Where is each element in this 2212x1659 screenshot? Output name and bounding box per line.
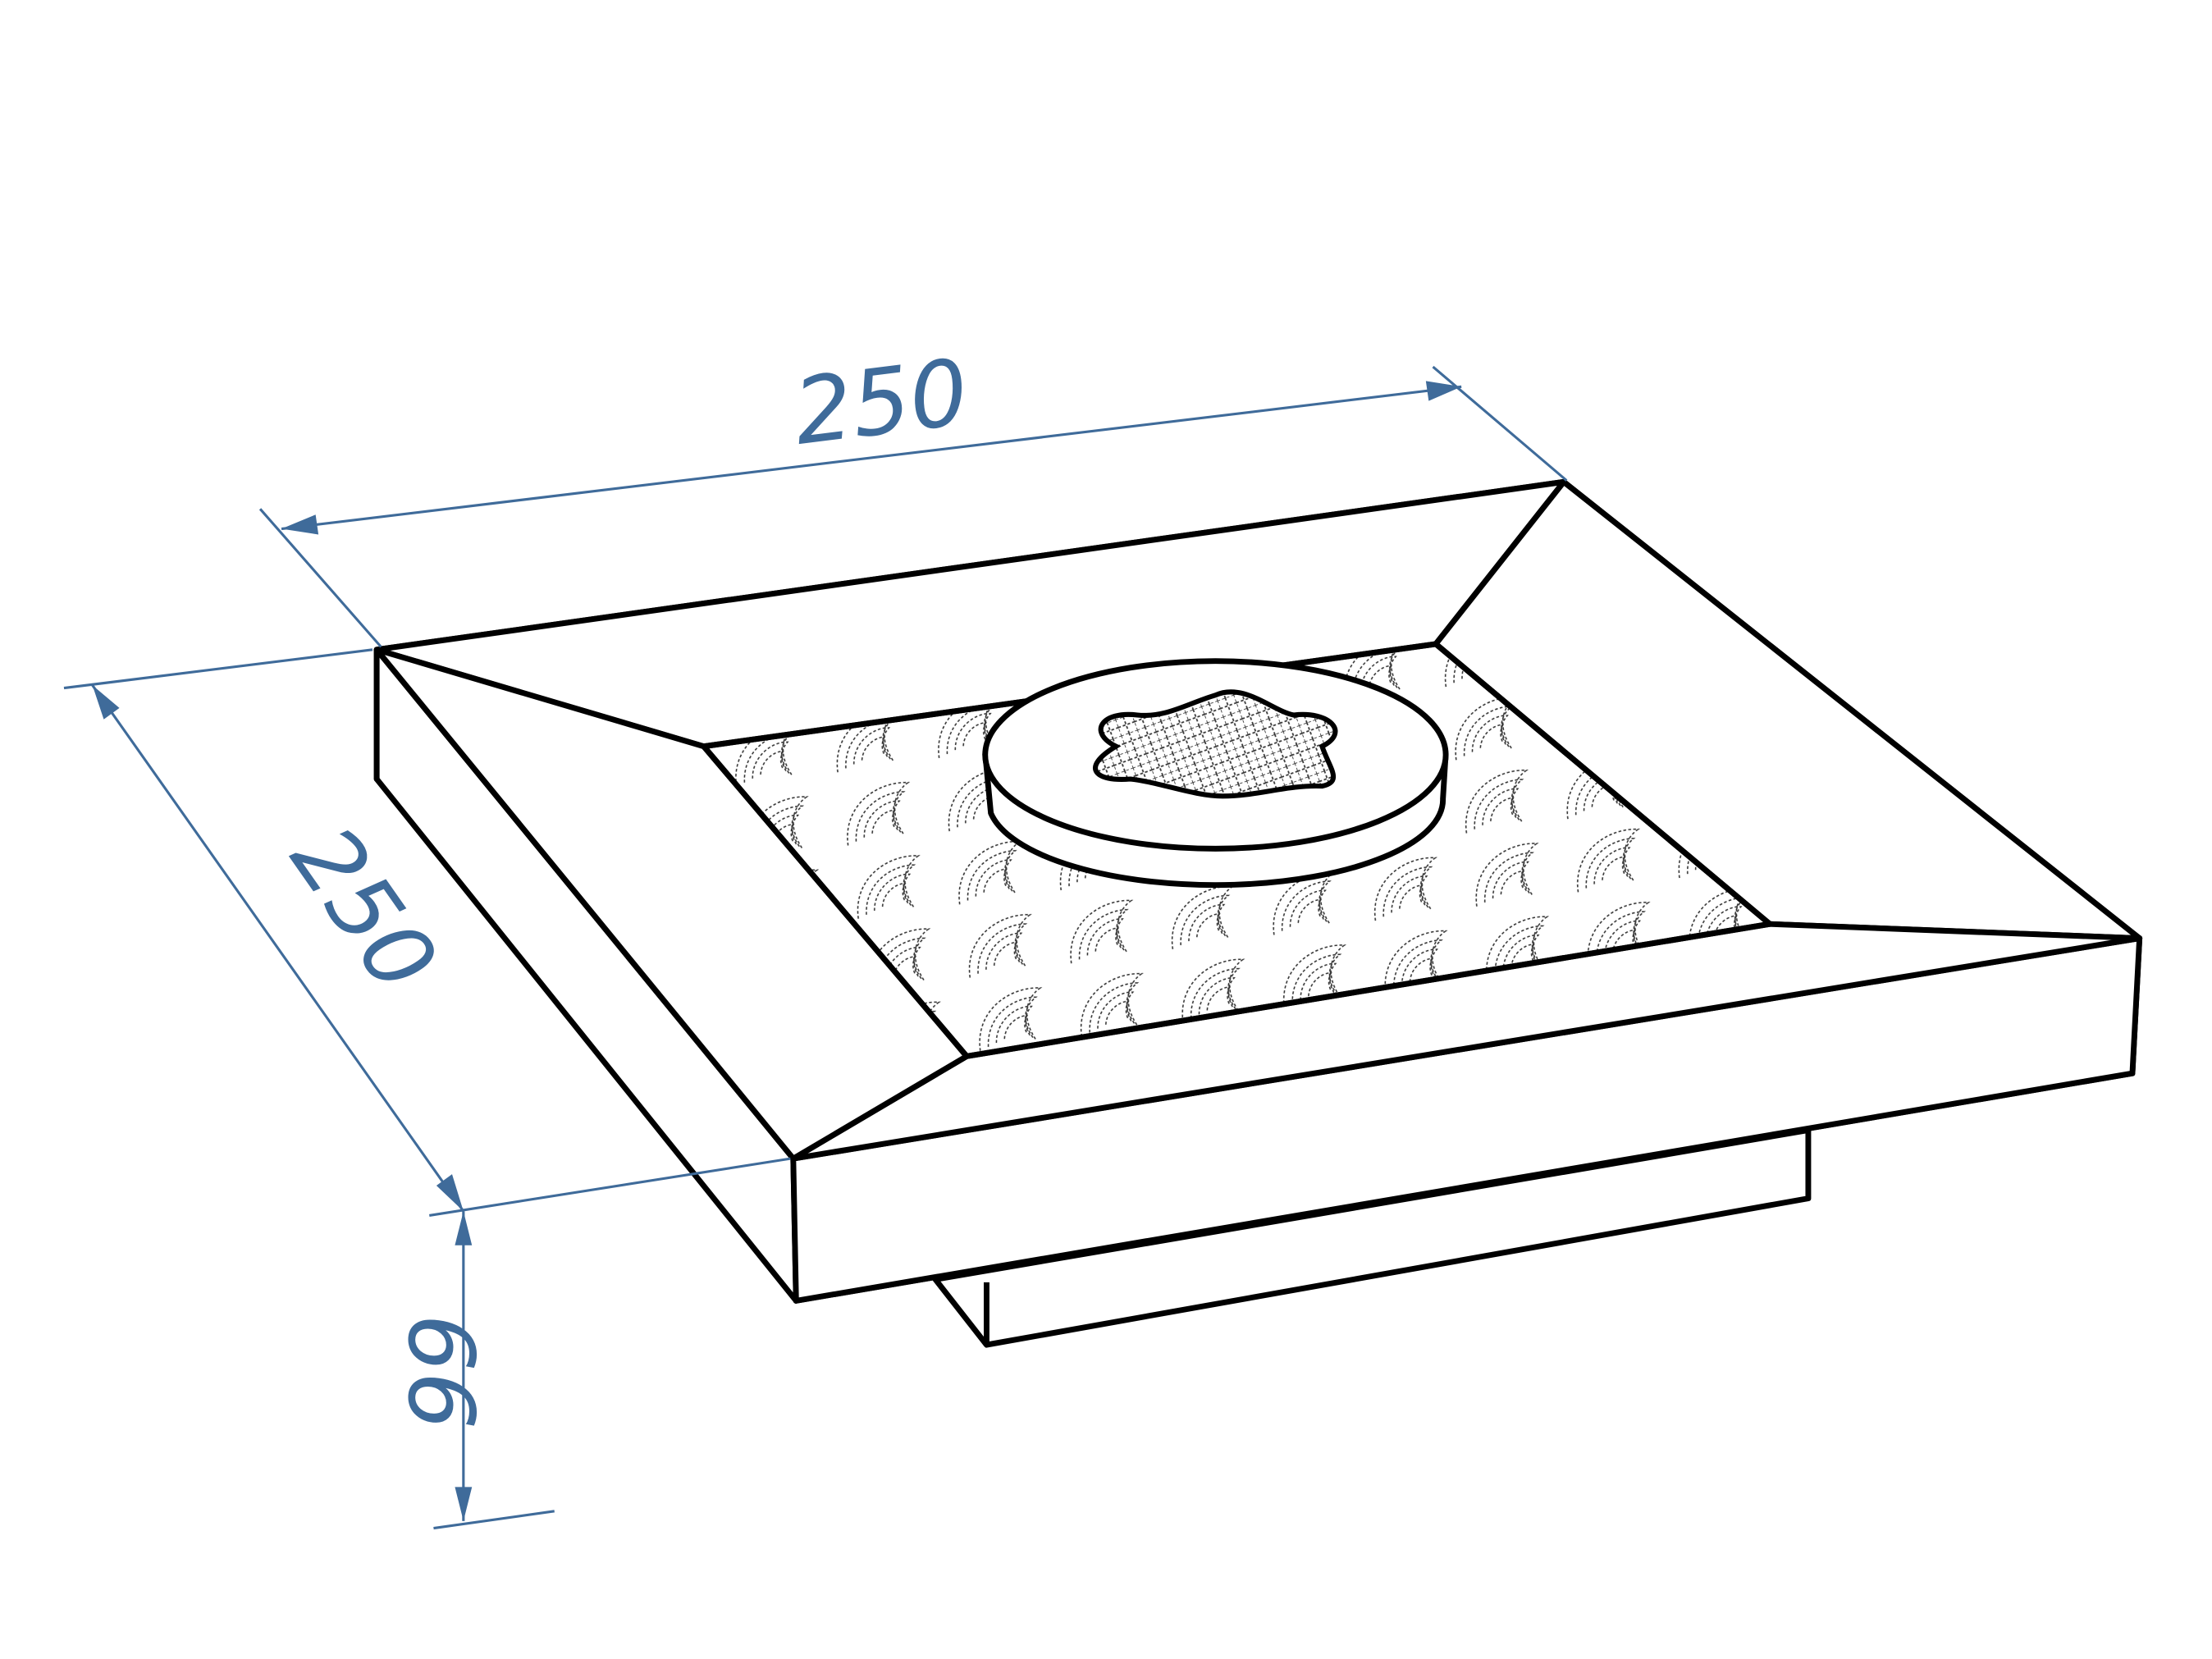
dimension-width-label: 250 bbox=[788, 340, 974, 466]
extension-line-top-right bbox=[1432, 365, 1568, 482]
arrowhead bbox=[92, 685, 120, 720]
arrowhead bbox=[436, 1174, 464, 1212]
extension-line-left-bottom bbox=[429, 1157, 791, 1217]
star-emblem bbox=[1093, 689, 1338, 799]
extension-line-left-top bbox=[63, 648, 373, 690]
dimension-lines bbox=[63, 365, 1568, 1530]
center-disc bbox=[982, 658, 1449, 889]
dimension-height-label: 66 bbox=[387, 1314, 493, 1429]
planter-body bbox=[373, 478, 2143, 1348]
arrowhead bbox=[455, 1487, 473, 1521]
dimension-line-depth bbox=[91, 684, 465, 1213]
extension-line-top-left bbox=[258, 508, 382, 648]
arrowhead bbox=[455, 1211, 473, 1245]
dimension-line-width bbox=[281, 385, 1462, 531]
extension-line-height-bottom bbox=[433, 1510, 555, 1530]
arrowhead bbox=[281, 514, 319, 535]
dimension-arrowheads bbox=[92, 381, 1462, 1521]
arrowhead bbox=[1425, 381, 1462, 401]
